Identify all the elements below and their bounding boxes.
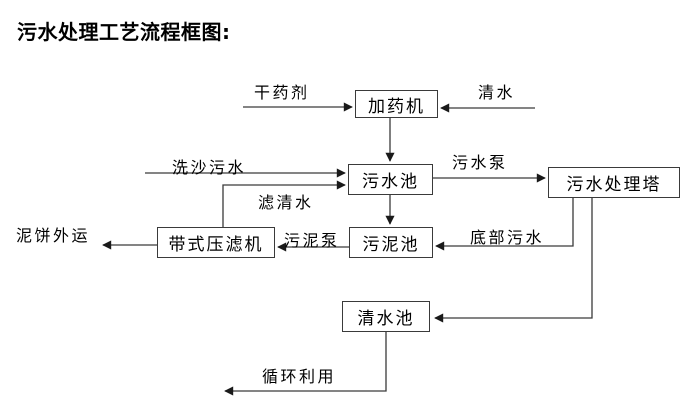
flow-label-filtered-water: 滤清水: [258, 193, 314, 212]
node-clear-water-pool: 清水池: [342, 301, 430, 332]
node-belt-filter-press: 带式压滤机: [157, 227, 275, 258]
flow-label-sand-washing-sewage: 洗沙污水: [172, 158, 247, 177]
flow-label-bottom-sewage: 底部污水: [470, 228, 545, 247]
flow-label-clear-water: 清水: [478, 83, 516, 102]
node-dosing-machine: 加药机: [355, 90, 438, 118]
arrow-recycle-use: [224, 332, 387, 396]
flow-label-dry-agent: 干药剂: [254, 83, 310, 102]
flow-label-mud-cake-out: 泥饼外运: [16, 226, 91, 245]
node-treatment-tower: 污水处理塔: [548, 167, 680, 198]
arrow-treatment-tower-to-clear-water-pool: [434, 198, 593, 323]
node-sludge-pool: 污泥池: [349, 227, 433, 258]
diagram-title: 污水处理工艺流程框图:: [17, 20, 231, 44]
flow-label-sludge-pump: 污泥泵: [284, 231, 340, 250]
flow-label-sewage-pump: 污水泵: [452, 153, 508, 172]
node-sewage-pool: 污水池: [348, 164, 433, 195]
arrow-filtered-water-to-sewage-pool: [222, 180, 346, 227]
flow-label-recycle-use: 循环利用: [262, 367, 337, 386]
arrow-bottom-sewage-to-sludge-pool: [435, 198, 574, 251]
